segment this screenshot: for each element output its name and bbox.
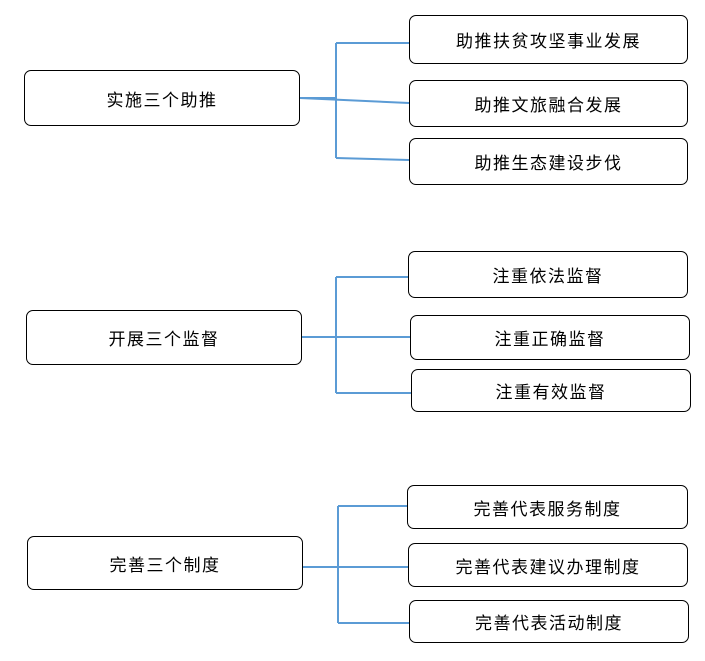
group-1-item-1-box: 助推扶贫攻坚事业发展: [409, 15, 688, 64]
group-1-item-1-label: 助推扶贫攻坚事业发展: [456, 32, 641, 52]
group-2-main-label: 开展三个监督: [108, 330, 220, 350]
group-3-main-label: 完善三个制度: [109, 555, 221, 576]
group-3-item-1-label: 完善代表服务制度: [473, 499, 622, 520]
group-3-main-box: 完善三个制度: [27, 536, 303, 590]
group-3-item-2-box: 完善代表建议办理制度: [408, 543, 688, 587]
group-1-branch-line-3: [335, 157, 410, 161]
group-2-item-2-box: 注重正确监督: [410, 315, 690, 360]
group-3-item-2-label: 完善代表建议办理制度: [455, 557, 641, 578]
group-1-item-3-label: 助推生态建设步伐: [474, 154, 623, 174]
group-3-item-3-label: 完善代表活动制度: [475, 614, 623, 634]
group-1-item-3-box: 助推生态建设步伐: [409, 138, 688, 185]
group-1-connectors: [299, 42, 410, 161]
group-2-item-1-label: 注重依法监督: [492, 267, 604, 287]
group-3-connectors: [303, 505, 409, 624]
group-2-item-3-label: 注重有效监督: [495, 383, 607, 403]
group-3-item-3-box: 完善代表活动制度: [409, 600, 689, 643]
group-2-item-1-box: 注重依法监督: [408, 251, 688, 298]
group-1-item-2-box: 助推文旅融合发展: [409, 80, 688, 127]
group-1-main-label: 实施三个助推: [106, 90, 218, 111]
group-2-item-3-box: 注重有效监督: [411, 369, 691, 412]
group-2-main-box: 开展三个监督: [26, 310, 302, 365]
group-2-connectors: [302, 276, 411, 394]
group-1-item-2-label: 助推文旅融合发展: [474, 96, 623, 116]
group-2-item-2-label: 注重正确监督: [494, 330, 606, 350]
group-1-branch-line-2: [299, 97, 410, 104]
group-1-main-box: 实施三个助推: [24, 70, 300, 126]
group-3-item-1-box: 完善代表服务制度: [407, 485, 688, 529]
